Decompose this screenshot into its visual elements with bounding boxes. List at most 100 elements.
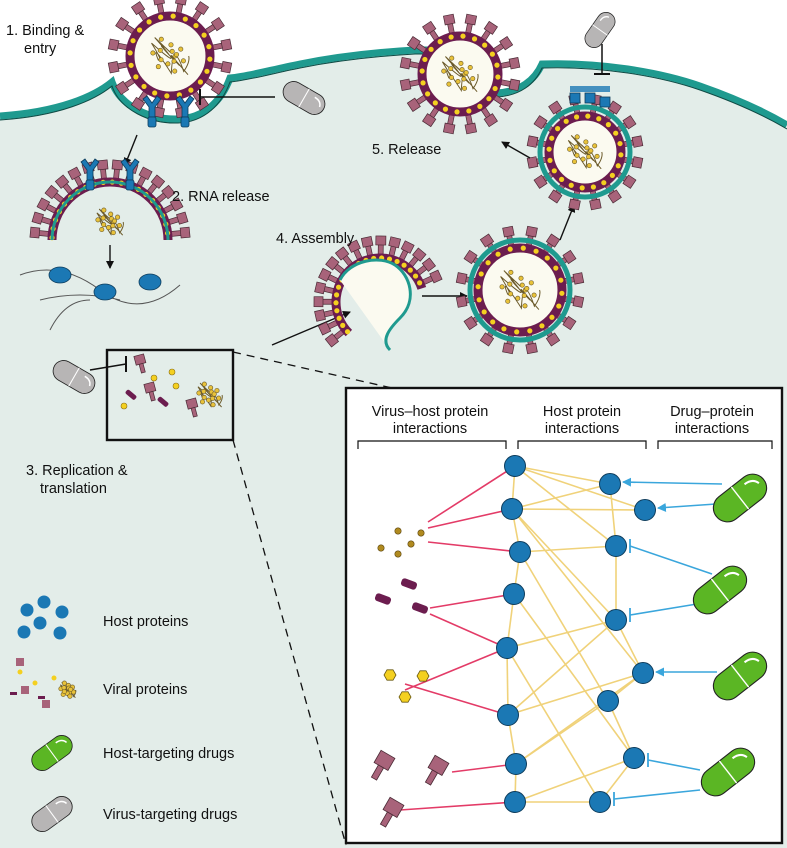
envelope-protein (533, 248, 539, 254)
viral-spike (107, 38, 128, 51)
host-protein-node (605, 609, 627, 631)
host-protein-node (634, 499, 656, 521)
viral-protein-spike (424, 754, 450, 786)
envelope-protein (201, 32, 207, 38)
rna-nucleotide (173, 52, 179, 58)
rna-nucleotide (208, 385, 214, 391)
viral-spike (146, 174, 166, 195)
envelope-protein (130, 38, 136, 44)
host-host-edge (515, 700, 609, 765)
viral-spike (29, 226, 49, 239)
viral-protein-m (125, 389, 137, 400)
envelope-protein (539, 323, 545, 329)
envelope-protein (520, 245, 526, 251)
rna-nucleotide (522, 303, 528, 309)
envelope-protein (419, 68, 425, 74)
viral-spike (422, 107, 440, 128)
host-protein-node (505, 753, 527, 775)
envelope-protein (489, 51, 496, 57)
viral-spike (107, 61, 128, 74)
rna-nucleotide (461, 76, 467, 82)
rna-nucleotide (171, 58, 177, 64)
rna-nucleotide (519, 282, 525, 288)
host-protein-node (503, 583, 525, 605)
viral-protein-e (398, 691, 412, 703)
rna-nucleotide (594, 153, 600, 159)
arrow-to-exocytosis (559, 204, 576, 241)
legend-virus-drugs-label: Virus-targeting drugs (103, 807, 238, 823)
host-host-edge (511, 508, 617, 621)
rna-nucleotide (459, 67, 465, 73)
rna-nucleotide (106, 225, 112, 231)
envelope-protein (563, 118, 569, 124)
legend-host-protein (55, 605, 69, 619)
envelope-protein (514, 329, 520, 335)
column-host-title-line2: interactions (544, 421, 620, 437)
host-protein-node (623, 747, 645, 769)
viral-spike (480, 20, 498, 41)
legend-virus-drug-icon (31, 796, 73, 832)
viral-protein-e (383, 669, 397, 681)
virus-drug-pill-replication (52, 360, 96, 394)
rna-nucleotide (528, 280, 534, 286)
viral-spike (111, 159, 124, 179)
step-replication-label-line1: 3. Replication & (26, 463, 128, 479)
envelope-protein (448, 34, 454, 40)
rna-nucleotide (455, 78, 461, 84)
legend-viral-m (10, 692, 17, 695)
envelope-protein (333, 300, 339, 306)
host-host-edge (506, 619, 617, 649)
viral-spike (375, 235, 387, 255)
rna-nucleotide (580, 156, 586, 162)
step-replication-label-line2: translation (40, 481, 107, 497)
viral-rna (441, 56, 479, 93)
legend-host-protein (33, 616, 47, 630)
viral-protein-m (374, 593, 392, 605)
endosome-membrane (50, 180, 170, 241)
legend-viral-protein (32, 680, 38, 686)
rna-nucleotide (61, 680, 67, 686)
viral-protein-spike (185, 397, 199, 418)
envelope-protein (394, 258, 400, 265)
viral-protein-e (416, 670, 430, 682)
host-protein-block (569, 92, 581, 104)
rna-nucleotide (448, 66, 454, 72)
viral-spike (130, 1, 149, 22)
viral-spike (152, 0, 165, 14)
rna-nucleotide (461, 85, 467, 91)
legend-host-drugs-label: Host-targeting drugs (103, 746, 235, 762)
viral-spike (175, 0, 188, 14)
envelope-protein (485, 260, 491, 266)
envelope-protein (544, 255, 550, 261)
envelope-protein (340, 322, 346, 328)
host-drug-pill (692, 565, 748, 615)
envelope-protein (553, 265, 559, 271)
rna-nucleotide (199, 399, 205, 405)
rna-nucleotide (515, 295, 521, 301)
rna-nucleotide (531, 292, 537, 298)
ace2-receptor (142, 95, 162, 128)
ace2-receptor (175, 95, 195, 128)
viral-protein-n (407, 540, 415, 548)
virus-host-edge (429, 613, 508, 649)
host-protein-node (509, 541, 531, 563)
rna-nucleotide (586, 154, 592, 160)
bracket-virus-host (357, 440, 507, 449)
host-host-edge (511, 483, 611, 510)
rna-nucleotide (165, 61, 171, 67)
envelope-protein (432, 100, 438, 106)
legend-host-proteins-label: Host proteins (103, 614, 189, 630)
envelope-protein (477, 103, 483, 110)
rna-nucleotide (448, 75, 454, 81)
envelope-protein (501, 326, 507, 332)
rna-nucleotide (449, 55, 455, 61)
envelope-protein (482, 42, 488, 48)
host-host-edge (514, 465, 617, 547)
envelope-protein (146, 19, 152, 25)
host-protein-block (584, 92, 596, 104)
envelope-protein (127, 50, 133, 56)
envelope-protein (336, 315, 342, 321)
envelope-protein (613, 130, 619, 136)
envelope-protein (546, 146, 552, 152)
viral-protein-m (400, 578, 418, 590)
